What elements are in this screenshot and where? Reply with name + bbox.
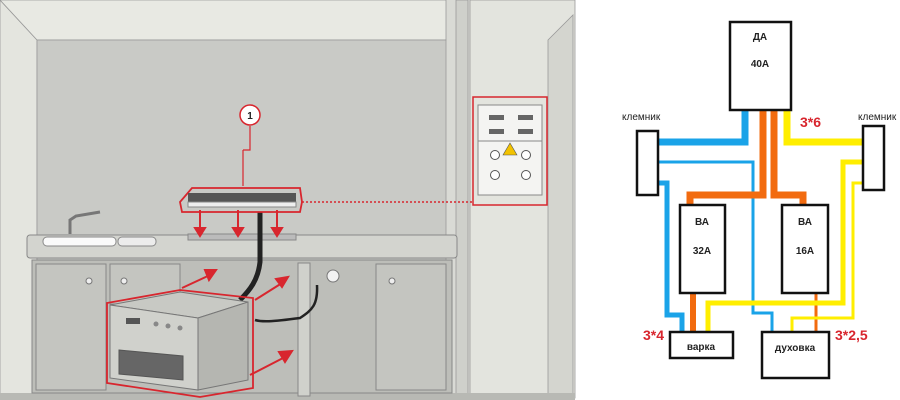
- cable-hob-label: 3*4: [643, 327, 664, 343]
- wire-ground-hob: [705, 159, 863, 332]
- terminal-right-label: клемник: [858, 112, 897, 123]
- warning-icon: [502, 142, 518, 156]
- socket: [326, 269, 340, 283]
- terminal-right-box: [861, 124, 886, 192]
- wire-neutral-oven: [658, 160, 774, 332]
- hob: [179, 187, 303, 213]
- electrical-panel: [472, 96, 548, 206]
- breaker-hob-box: [678, 203, 727, 295]
- faucet: [68, 210, 101, 234]
- open-cabinet-door: [297, 262, 311, 397]
- wiring-diagram: ДА 40А клемник клемник ВА 32А ВА 16А вар…: [622, 20, 897, 380]
- cable-main-label: 3*6: [800, 114, 821, 130]
- wire-phase-oven-breaker: [770, 110, 807, 205]
- load-oven-label: духовка: [775, 343, 816, 354]
- main-breaker-box: [728, 20, 793, 112]
- breaker-oven-rating: 16А: [796, 246, 814, 257]
- wire-phase-hob-breaker: [686, 110, 767, 205]
- main-breaker-type: ДА: [753, 32, 767, 43]
- oven: [106, 289, 254, 398]
- arrows: [181, 210, 294, 376]
- wire-neutral-hob: [658, 180, 685, 332]
- breaker-hob-type: ВА: [695, 217, 709, 228]
- kitchen-illustration: 1: [0, 0, 576, 400]
- breaker-oven-box: [780, 203, 830, 295]
- sink: [42, 236, 117, 247]
- breaker-hob-rating: 32А: [693, 246, 711, 257]
- wire-ground-main: [783, 110, 863, 146]
- callout-marker: [239, 104, 261, 126]
- terminal-left-label: клемник: [622, 112, 661, 123]
- breaker-oven-type: ВА: [798, 217, 812, 228]
- wire-ground-oven: [790, 181, 863, 332]
- load-hob-box: [668, 330, 735, 360]
- load-oven-box: [760, 330, 831, 380]
- load-hob-label: варка: [687, 342, 716, 353]
- cable-oven-label: 3*2,5: [835, 327, 868, 343]
- main-breaker-rating: 40А: [751, 59, 769, 70]
- wire-neutral-main: [658, 110, 749, 146]
- callout-number: 1: [247, 111, 253, 122]
- terminal-left-box: [635, 129, 660, 197]
